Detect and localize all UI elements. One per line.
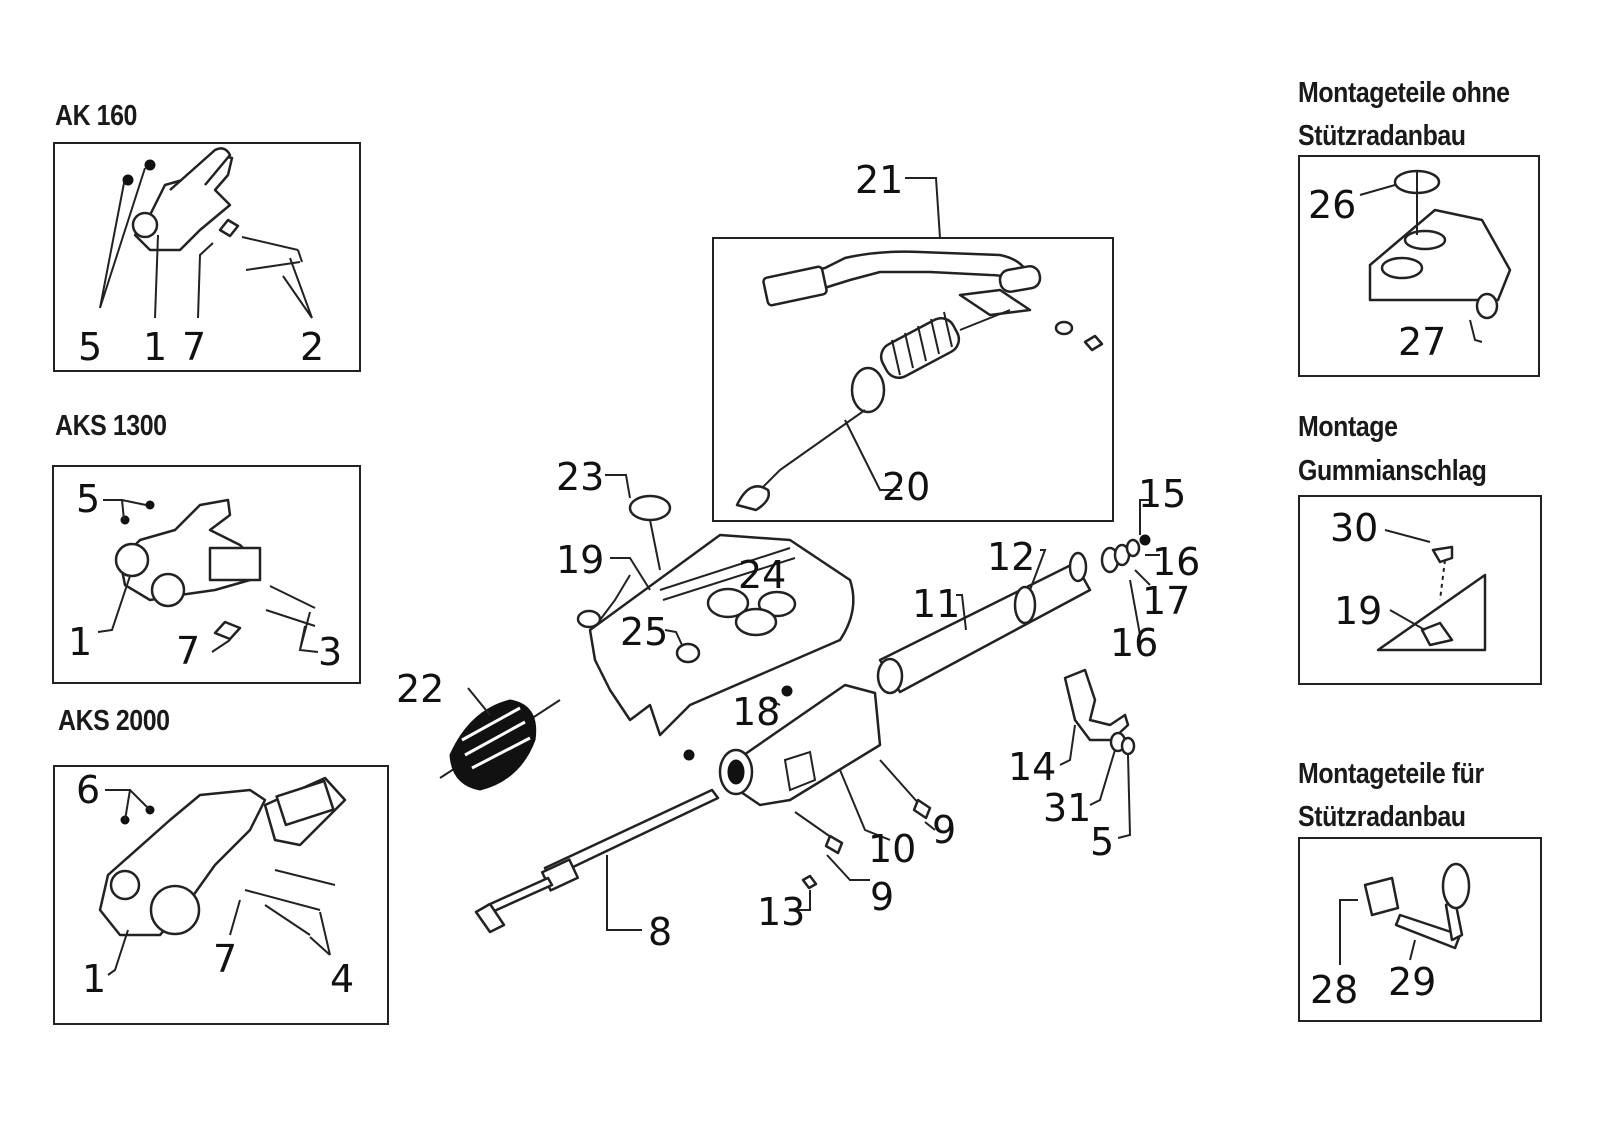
header-montageteile-ohne: Montageteile ohne xyxy=(1298,77,1510,109)
callout-aks2000-4: 4 xyxy=(330,957,354,1001)
callout-ak160-5: 5 xyxy=(78,325,102,369)
leader-lines-stop-lever xyxy=(1059,724,1132,839)
callout-ak160-1: 1 xyxy=(143,325,167,369)
leader-lines-aks2000 xyxy=(105,789,331,976)
callout-aks1300-7: 7 xyxy=(176,629,200,673)
cover-plate-drawing xyxy=(1368,169,1512,320)
support-wheel-parts-drawing xyxy=(1363,862,1471,950)
callout-17: 17 xyxy=(1142,579,1190,623)
callout-14: 14 xyxy=(1008,745,1056,789)
leader-lines-tube xyxy=(956,499,1160,636)
callout-11: 11 xyxy=(912,582,960,626)
callout-aks2000-7: 7 xyxy=(213,937,237,981)
callout-9-lower: 9 xyxy=(870,875,894,919)
callout-13: 13 xyxy=(757,890,805,934)
callout-19: 19 xyxy=(556,538,604,582)
callout-aks1300-1: 1 xyxy=(68,620,92,664)
header-stuetzradanbau-ohne: Stützradanbau xyxy=(1298,120,1466,152)
leader-lines-ak160 xyxy=(99,167,313,319)
callout-19-gummi: 19 xyxy=(1334,589,1382,633)
callout-24: 24 xyxy=(738,553,786,597)
header-gummianschlag: Gummianschlag xyxy=(1298,455,1487,487)
handbrake-lever-drawing xyxy=(735,250,1104,512)
callout-8: 8 xyxy=(648,910,672,954)
leader-lines-aks1300 xyxy=(97,499,319,653)
callout-5-main: 5 xyxy=(1090,820,1114,864)
callout-15: 15 xyxy=(1138,472,1186,516)
callout-21: 21 xyxy=(855,158,903,202)
header-aks-1300: AKS 1300 xyxy=(55,410,167,442)
coupling-aks2000-drawing xyxy=(98,776,347,937)
callout-aks1300-3: 3 xyxy=(318,630,342,674)
callout-28: 28 xyxy=(1310,968,1358,1012)
leader-lines-ohne xyxy=(1359,184,1483,343)
callout-31: 31 xyxy=(1043,786,1091,830)
leader-lines-fuer xyxy=(1339,899,1416,965)
coupling-aks1300-drawing xyxy=(114,498,316,641)
leader-lines-damper xyxy=(769,699,936,911)
callout-27: 27 xyxy=(1398,320,1446,364)
header-montageteile-fuer: Montageteile für xyxy=(1298,758,1484,790)
panel-montage-ohne xyxy=(1298,155,1540,377)
drawbar-drawing xyxy=(474,788,720,934)
rubber-stop-drawing xyxy=(1376,545,1487,652)
leader-line-8 xyxy=(606,855,642,931)
panel-handbrake-lever xyxy=(712,237,1114,522)
callout-aks2000-1: 1 xyxy=(82,957,106,1001)
leader-line-22 xyxy=(467,687,491,716)
callout-16-lower: 16 xyxy=(1110,621,1158,665)
bellows-drawing xyxy=(439,699,561,791)
callout-ak160-2: 2 xyxy=(300,325,324,369)
damper-tube-drawing xyxy=(876,534,1151,695)
panel-montage-fuer xyxy=(1298,837,1542,1022)
callout-9-upper: 9 xyxy=(932,808,956,852)
callout-18: 18 xyxy=(732,690,780,734)
leader-lines-gummi xyxy=(1384,529,1431,631)
stop-lever-drawing xyxy=(1063,668,1136,756)
leader-lines-housing xyxy=(599,474,683,646)
callout-16-upper: 16 xyxy=(1152,540,1200,584)
callout-22: 22 xyxy=(396,667,444,711)
callout-26: 26 xyxy=(1308,183,1356,227)
panel-aks-1300 xyxy=(52,465,361,684)
panel-ak-160 xyxy=(53,142,361,372)
callout-25: 25 xyxy=(620,610,668,654)
callout-12: 12 xyxy=(987,535,1035,579)
callout-10: 10 xyxy=(868,827,916,871)
panel-gummianschlag xyxy=(1298,495,1542,685)
header-montage: Montage xyxy=(1298,411,1398,443)
callout-23: 23 xyxy=(556,455,604,499)
panel-aks-2000 xyxy=(53,765,389,1025)
coupling-housing-drawing xyxy=(576,494,855,737)
header-ak-160: AK 160 xyxy=(55,100,137,132)
callout-30: 30 xyxy=(1330,506,1378,550)
callout-aks1300-5: 5 xyxy=(76,477,100,521)
coupling-ak160-drawing xyxy=(122,147,303,271)
callout-29: 29 xyxy=(1388,960,1436,1004)
callout-ak160-7: 7 xyxy=(182,325,206,369)
header-stuetzradanbau-fuer: Stützradanbau xyxy=(1298,801,1466,833)
callout-aks2000-6: 6 xyxy=(76,768,100,812)
damper-housing-drawing xyxy=(683,683,932,890)
header-aks-2000: AKS 2000 xyxy=(58,705,170,737)
callout-20: 20 xyxy=(882,465,930,509)
leader-lines-lever xyxy=(844,177,941,491)
